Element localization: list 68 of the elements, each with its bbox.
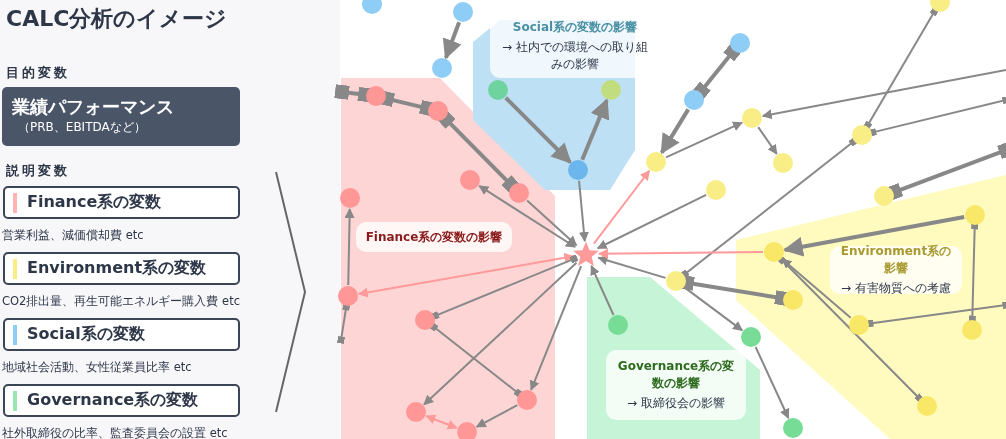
arrow	[529, 265, 583, 391]
variable-box	[3, 384, 240, 417]
callout-heading: Environment系の影響	[839, 243, 953, 277]
arrow	[754, 346, 790, 419]
circle-node	[340, 188, 360, 208]
arrow	[526, 199, 578, 247]
circle-node	[684, 90, 704, 110]
variable-name: Finance系の変数	[27, 192, 162, 213]
variable-box	[3, 252, 240, 285]
arrow	[782, 215, 965, 257]
arrow	[478, 184, 577, 248]
variable-box	[3, 186, 240, 219]
arrow	[423, 261, 578, 406]
arrow	[357, 252, 575, 298]
variable-box	[3, 318, 240, 351]
arrow	[475, 404, 519, 428]
circle-node	[741, 327, 761, 347]
circle-node	[742, 108, 762, 128]
circle-node	[432, 58, 452, 78]
callout-box	[606, 350, 746, 420]
variable-name: Environment系の変数	[27, 258, 207, 279]
arrow	[596, 193, 708, 250]
callout-heading: Governance系の変数の影響	[616, 358, 736, 392]
circle-node	[730, 33, 750, 53]
example-text: CO2排出量、再生可能エネルギー購入費 etc	[2, 294, 240, 309]
callout-text: → 取締役会の影響	[626, 395, 726, 412]
callout-text: → 有害物質への考慮	[840, 280, 952, 297]
variable-name: Governance系の変数	[27, 390, 199, 411]
arrow	[665, 121, 743, 159]
circle-node	[666, 271, 686, 291]
example-text: 地域社会活動、女性従業員比率 etc	[2, 360, 192, 375]
arrow	[425, 414, 458, 430]
example-text: 社外取締役の比率、監査委員会の設置 etc	[2, 426, 228, 439]
arrow	[442, 21, 462, 60]
arrow	[683, 286, 744, 332]
section-heading: 説明変数	[6, 162, 70, 180]
circle-node	[646, 152, 666, 172]
arrow	[660, 108, 690, 155]
callout-heading: Finance系の変数の影響	[364, 228, 504, 246]
circle-node	[783, 418, 803, 438]
box-subtext: （PRB、EBITDAなど）	[17, 119, 147, 136]
callout-box	[356, 222, 512, 252]
target-variable-box	[2, 87, 240, 146]
arrow	[590, 264, 615, 316]
variable-name: Social系の変数	[27, 324, 145, 345]
circle-node	[852, 125, 872, 145]
callout-heading: Social系の変数の影響	[511, 19, 639, 36]
circle-node	[362, 0, 382, 14]
arrow	[578, 179, 589, 243]
circle-node	[453, 2, 473, 22]
example-text: 営業利益、減価償却費 etc	[2, 228, 144, 243]
title: CALC分析のイメージ	[6, 5, 228, 33]
arrow	[504, 96, 572, 164]
arrow	[781, 258, 852, 319]
section-heading: 目的変数	[6, 64, 70, 82]
circle-node	[874, 186, 894, 206]
circle-node	[706, 180, 726, 200]
arrow	[598, 248, 764, 259]
box-heading: 業績パフォーマンス	[12, 95, 175, 119]
arrow	[757, 126, 778, 155]
arrow	[344, 208, 355, 286]
arrow	[580, 98, 610, 161]
callout-text: → 社内での環境への取り組みの影響	[501, 39, 649, 73]
callout-box	[830, 246, 962, 294]
arrow	[597, 255, 667, 279]
arrow	[761, 69, 1006, 120]
arrow	[592, 169, 651, 245]
circle-node	[773, 153, 793, 173]
